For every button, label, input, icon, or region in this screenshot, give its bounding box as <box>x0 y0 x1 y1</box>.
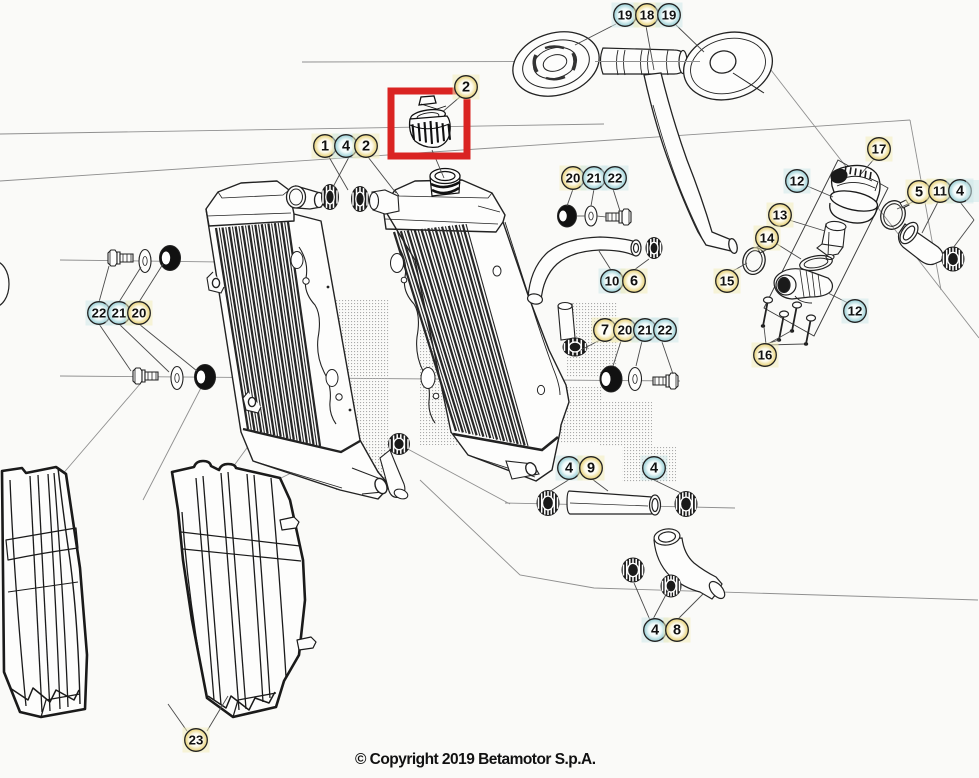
svg-text:15: 15 <box>720 273 735 288</box>
svg-text:5: 5 <box>915 184 923 200</box>
svg-text:7: 7 <box>601 322 609 338</box>
svg-text:21: 21 <box>112 305 127 320</box>
svg-text:17: 17 <box>872 141 887 156</box>
svg-text:4: 4 <box>956 183 964 199</box>
svg-text:20: 20 <box>618 322 633 337</box>
svg-text:23: 23 <box>189 732 204 747</box>
svg-text:21: 21 <box>638 322 653 337</box>
svg-text:4: 4 <box>565 460 573 476</box>
svg-text:2: 2 <box>462 79 470 95</box>
svg-text:13: 13 <box>773 207 788 222</box>
svg-text:16: 16 <box>758 347 773 362</box>
svg-text:22: 22 <box>658 322 673 337</box>
svg-text:2: 2 <box>362 138 370 154</box>
svg-text:12: 12 <box>848 303 863 318</box>
svg-text:4: 4 <box>651 622 659 638</box>
svg-text:© Copyright 2019 Betamotor S.p: © Copyright 2019 Betamotor S.p.A. <box>355 751 596 768</box>
svg-text:1: 1 <box>321 138 329 154</box>
svg-text:8: 8 <box>673 622 681 638</box>
svg-text:9: 9 <box>587 460 595 476</box>
svg-text:4: 4 <box>342 138 350 154</box>
svg-text:19: 19 <box>618 7 633 22</box>
svg-text:14: 14 <box>760 230 775 245</box>
svg-text:22: 22 <box>92 305 107 320</box>
svg-text:20: 20 <box>566 170 581 185</box>
svg-text:11: 11 <box>933 183 947 198</box>
svg-text:4: 4 <box>650 460 658 476</box>
svg-text:12: 12 <box>790 173 805 188</box>
svg-text:6: 6 <box>630 273 638 289</box>
svg-text:21: 21 <box>587 170 602 185</box>
svg-text:20: 20 <box>132 305 147 320</box>
svg-text:19: 19 <box>662 7 677 22</box>
svg-text:18: 18 <box>640 7 655 22</box>
svg-text:22: 22 <box>608 170 623 185</box>
svg-text:10: 10 <box>605 273 620 288</box>
